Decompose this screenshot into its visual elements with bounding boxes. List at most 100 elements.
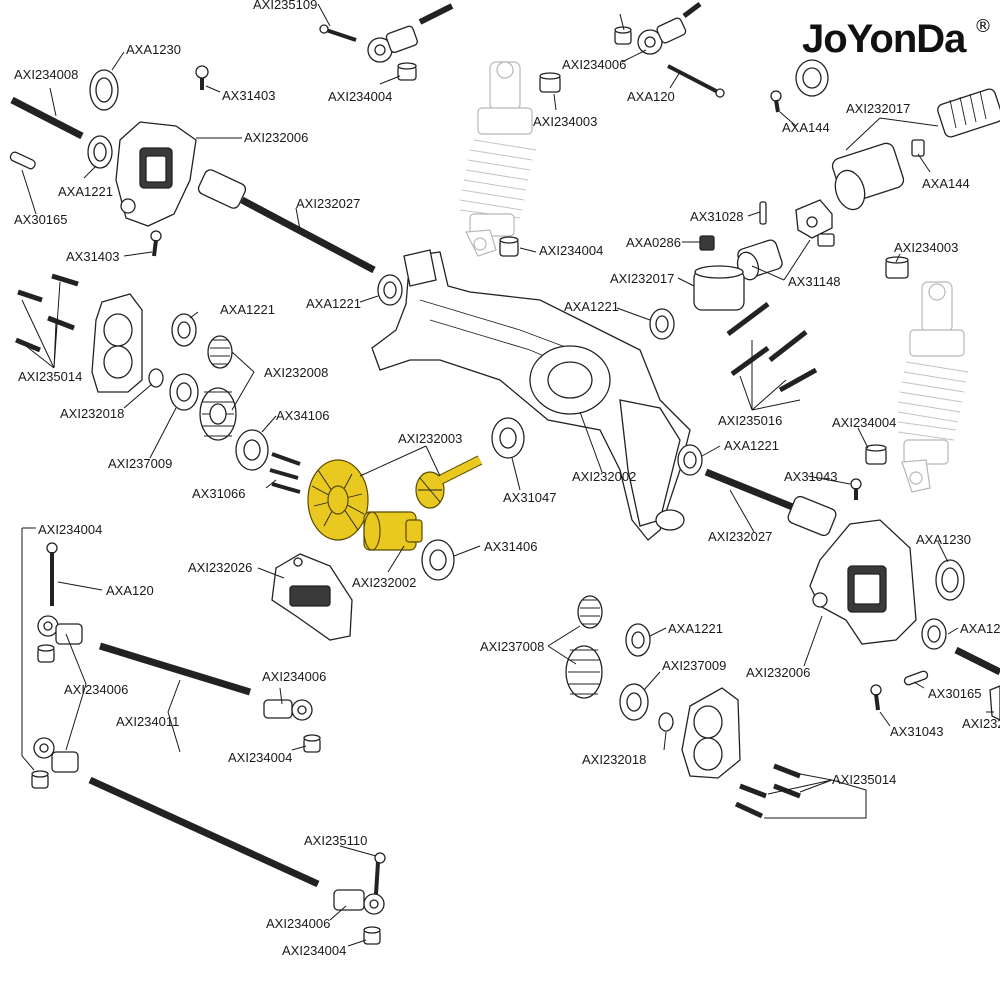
label-axi234004-bottom: AXI234004 [282,943,346,958]
label-ax31047: AX31047 [503,490,557,505]
rod-end-top-right [637,2,702,55]
bushing-bottom [363,926,381,945]
coupler-axi232017-top [831,142,905,211]
shaft-right-end [954,646,1000,676]
rod-end-left-upper [37,615,83,645]
bearing-axa1221-housing-left [377,274,403,306]
label-axa120-left: AXA120 [106,583,154,598]
rod-end-bottom [333,889,385,915]
bearing-axa12-right [921,618,947,650]
label-axi237009-left: AXI237009 [108,456,172,471]
tie-rod-axi234011-lower [88,776,320,888]
label-axi234004-top: AXI234004 [328,89,392,104]
screw-axi235110 [374,852,386,895]
screws-ax31066 [269,452,301,494]
rod-end-left-lower [33,737,79,773]
label-axi232017-mid: AXI232017 [610,271,674,286]
knuckle-axi232006-left [115,121,197,227]
label-axi232-cut: AXI232 [962,716,1000,731]
screw-ax31043-bottom [870,684,882,711]
label-axi232027-left: AXI232027 [296,196,360,211]
screws-axi235016 [726,302,818,393]
label-axa144-a: AXA144 [782,120,830,135]
label-axi232008: AXI232008 [264,365,328,380]
bearing-axi237009-left [169,373,199,411]
screw-axa120-left [46,542,58,606]
bushing-mid [303,734,321,753]
knuckle-axi232006-right [809,519,917,645]
label-axi232002-mid: AXI232002 [352,575,416,590]
driveshaft-axi232027-left [197,169,376,274]
label-axi234004-right: AXI234004 [832,415,896,430]
label-ax30165-left: AX30165 [14,212,68,227]
screw-ax31403-top [195,65,209,90]
bushing-left-upper [37,644,55,663]
rod-end-mid [263,699,313,721]
shock-absorber-right [897,281,969,493]
label-ax31406: AX31406 [484,539,538,554]
washer-axi232018-left [148,368,164,388]
bearing-axa1221-left [87,135,113,169]
screws-axi235014-left [15,273,79,353]
gear-axi232008-large [199,387,237,441]
label-ax34106: AX34106 [276,408,330,423]
bushing-axi234004-top [499,236,519,257]
bearing-axa1221-right [677,444,703,476]
label-ax31028: AX31028 [690,209,744,224]
label-axa1221-d: AXA1221 [220,302,275,317]
screw-axi235109 [319,24,357,42]
diff-cover-axi232026 [271,553,353,641]
bearing-axa1230-left [89,69,119,111]
bearing-axa1221-housing-top [649,308,675,340]
label-axi234006-top: AXI234006 [562,57,626,72]
label-ax31403-a: AX31403 [222,88,276,103]
shaft-axi234008 [10,96,84,140]
screw-axa144-a [770,90,782,113]
label-axi237009-right: AXI237009 [662,658,726,673]
label-ax31043-b: AX31043 [890,724,944,739]
screw-axa120-top [667,64,725,98]
label-axa120-top: AXA120 [627,89,675,104]
gear-axi232008-small [207,335,233,369]
pin-ax30165-right [903,670,929,686]
label-axi232026: AXI232026 [188,560,252,575]
label-axi232018-right: AXI232018 [582,752,646,767]
label-axi234003-right: AXI234003 [894,240,958,255]
rod-end-top-left [367,25,418,63]
yoke-ax31148 [795,199,835,247]
gear-cover-right [681,687,741,779]
label-axa1221-e: AXA1221 [724,438,779,453]
label-axi235016: AXI235016 [718,413,782,428]
label-axi232017-top: AXI232017 [846,101,910,116]
bearing-ax31047 [491,417,525,459]
bushing-axi234004-right [865,444,887,465]
bearing-cage-top-right [795,59,829,97]
label-axa12-cut: AXA12 [960,621,1000,636]
bearing-ax31406 [421,539,455,581]
label-axi234003-top: AXI234003 [533,114,597,129]
screw-ax31043-top [850,478,862,500]
bearing-ax34106 [235,429,269,471]
label-axa144-b: AXA144 [922,176,970,191]
label-axi232003: AXI232003 [398,431,462,446]
label-axi232006-left: AXI232006 [244,130,308,145]
coupler-axi232017-mid [693,265,745,311]
label-ax31066: AX31066 [192,486,246,501]
screws-axi235014-right [734,763,801,819]
driveshaft-axi232017-top [937,88,1000,138]
shaft-top-center [418,3,454,25]
bushing-top-right [614,26,632,45]
label-axa1230-right: AXA1230 [916,532,971,547]
label-axa0286: AXA0286 [626,235,681,250]
label-axi234006-mid: AXI234006 [262,669,326,684]
label-axi234004-mid2: AXI234004 [228,750,292,765]
label-axi234008: AXI234008 [14,67,78,82]
gear-axi237008-small [577,595,603,629]
label-axi235014-left: AXI235014 [18,369,82,384]
label-ax31043-a: AX31043 [784,469,838,484]
label-axa1221-b: AXA1221 [306,296,361,311]
label-axi232002-right: AXI232002 [572,469,636,484]
washer-axi232018-right [658,712,674,732]
